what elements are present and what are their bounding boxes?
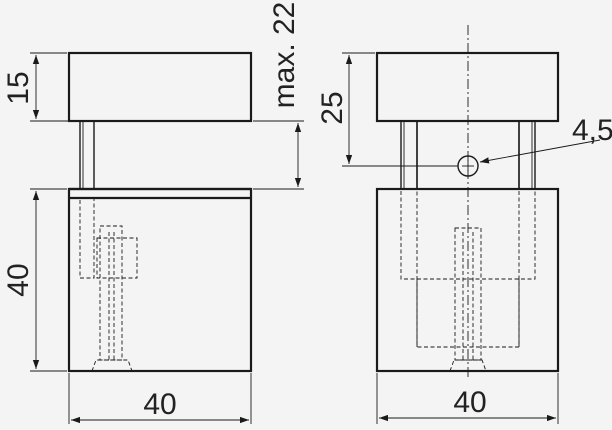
side-clamp-bar (79, 120, 95, 190)
front-view: 25 4,5 40 (316, 25, 612, 424)
front-bottom-block (375, 187, 560, 373)
side-dim-clamp-gap: max. 22 (268, 2, 301, 109)
front-top-block (375, 51, 560, 123)
side-dim-bottom-height: 40 (2, 263, 35, 296)
side-bottom-block (67, 187, 253, 373)
side-view: 15 40 max. 22 40 (2, 2, 304, 424)
front-clamp-bar-left (400, 120, 418, 190)
side-top-block (67, 51, 253, 123)
front-dim-hole: 4,5 (572, 114, 612, 147)
side-dim-top-height: 15 (2, 71, 35, 104)
side-dim-width: 40 (143, 388, 176, 421)
front-dim-center-height: 25 (316, 91, 349, 124)
front-dim-width: 40 (453, 386, 486, 419)
front-clamp-bar-right (518, 120, 536, 190)
